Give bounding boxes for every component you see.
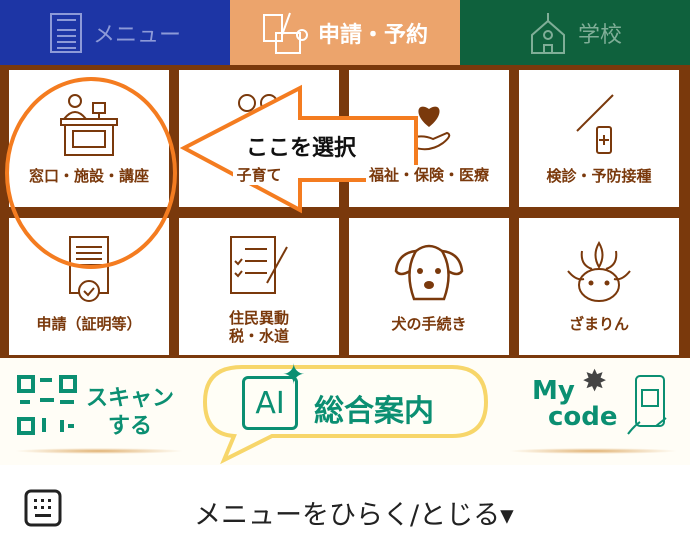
tile-label: 子育て [233, 165, 285, 185]
tile-zamarin[interactable]: ざまりん [519, 218, 679, 355]
tile-resident-tax-water[interactable]: 住民異動 税・水道 [179, 218, 339, 355]
phone-hand-icon [627, 375, 667, 435]
checklist-icon [230, 236, 288, 294]
tab-menu[interactable]: メニュー [0, 0, 230, 65]
tab-bar: メニュー 申請・予約 学校 [0, 0, 690, 65]
dog-icon [394, 244, 464, 301]
mycode-line1: My [532, 376, 575, 406]
form-calendar-icon [262, 12, 308, 54]
highlight-circle [5, 77, 177, 269]
tile-checkup-vaccination[interactable]: 検診・予防接種 [519, 70, 679, 207]
tile-label: 申請（証明等） [36, 315, 142, 333]
tile-label: 検診・予防接種 [546, 167, 652, 185]
tile-label: 犬の手続き [391, 315, 467, 333]
menu-toggle-button[interactable]: メニューをひらく/とじる▾ [194, 500, 514, 531]
keyboard-icon[interactable] [24, 489, 62, 527]
leaf-icon: ✸ [582, 364, 608, 399]
ai-guide-label: 総合案内 [314, 394, 434, 429]
annotation-arrow: ここを選択 [179, 84, 420, 228]
tile-label: ざまりん [568, 315, 629, 333]
annotation-text: ここを選択 [246, 136, 357, 161]
speech-bubble [202, 365, 488, 464]
ai-badge-text: AI [255, 385, 285, 421]
shadow [508, 448, 678, 454]
scan-label-line1: スキャン [86, 386, 175, 411]
heart-hand-icon [404, 106, 451, 151]
footer-bar: メニューをひらく/とじる▾ [0, 465, 690, 546]
tab-menu-label: メニュー [92, 22, 181, 48]
ai-guide-button[interactable]: AI ✦ 総合案内 [202, 358, 488, 464]
mycode-line2: code [548, 402, 618, 432]
shortcut-banner: スキャン する AI ✦ 総合案内 My ✸ code [0, 358, 690, 465]
ai-badge: AI [242, 376, 298, 430]
tile-label: 福祉・保険・医療 [365, 165, 492, 185]
qr-code-icon [17, 375, 77, 435]
mascot-icon [567, 241, 631, 302]
scan-label-line2: する [108, 414, 153, 439]
syringe-icon [576, 94, 614, 154]
tab-school[interactable]: 学校 [460, 0, 690, 65]
school-icon [530, 12, 565, 54]
tile-dog-procedures[interactable]: 犬の手続き [349, 218, 509, 355]
shadow [14, 448, 184, 454]
sparkle-icon: ✦ [282, 358, 306, 391]
tile-label-line2: 税・水道 [228, 327, 289, 345]
tab-apply-label: 申請・予約 [317, 22, 428, 48]
tile-label: 住民異動 [228, 309, 289, 327]
tab-school-label: 学校 [577, 22, 622, 48]
tab-apply-reserve[interactable]: 申請・予約 [230, 0, 460, 65]
scan-button[interactable]: スキャン する [14, 372, 184, 454]
menu-icon [49, 12, 82, 53]
mycode-button[interactable]: My ✸ code [508, 364, 678, 454]
